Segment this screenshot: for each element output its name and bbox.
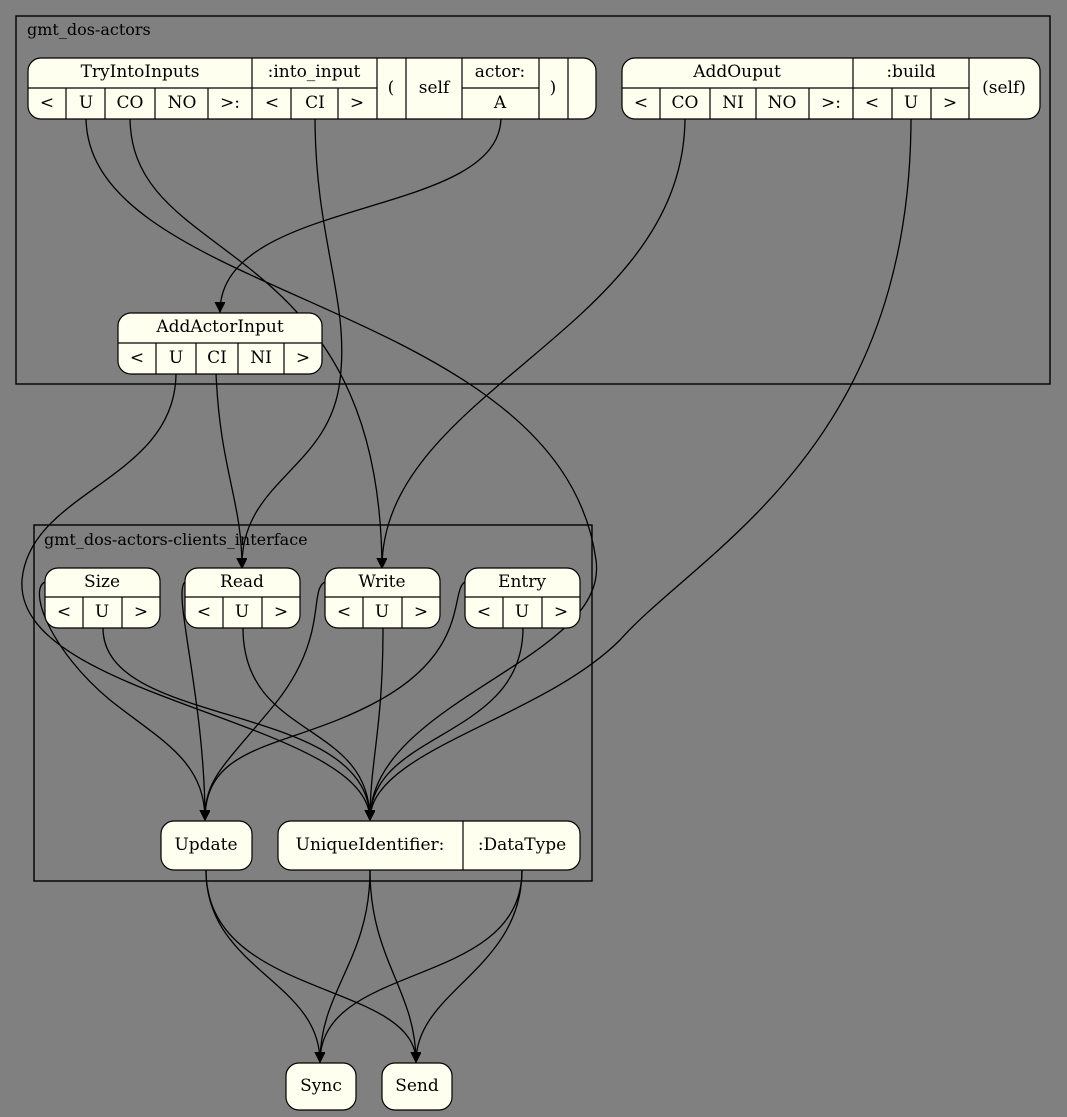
build-param-open: <	[865, 93, 879, 113]
edge-tryintoinputs-ci-to-read	[242, 116, 343, 568]
edge-addoutput-u-to-uniqueidentifier	[370, 116, 912, 820]
size-param-close: >	[134, 602, 148, 622]
node-add-actor-input[interactable]: AddActorInput < U CI NI >	[117, 312, 323, 375]
entry-title: Entry	[498, 572, 546, 592]
addoutput-title: AddOuput	[692, 62, 781, 82]
addoutput-param-close: >:	[821, 93, 841, 113]
edge-size-u-to-uniqueidentifier	[102, 627, 370, 820]
node-send[interactable]: Send	[381, 1062, 453, 1111]
tryintoinputs-param-co: CO	[117, 93, 144, 113]
entry-param-open: <	[477, 602, 491, 622]
addoutput-param-no: NO	[768, 93, 797, 113]
addactorinput-param-ci: CI	[207, 348, 227, 368]
size-param-u: U	[95, 602, 109, 622]
write-title: Write	[358, 572, 405, 592]
edge-write-to-update	[205, 581, 326, 820]
node-read[interactable]: Read < U >	[184, 567, 301, 629]
uniqueidentifier-title: UniqueIdentifier:	[296, 835, 445, 855]
edge-addoutput-co-to-write	[382, 116, 686, 568]
edge-update-to-send	[205, 869, 416, 1062]
into-input-param-ci: CI	[305, 93, 325, 113]
node-entry[interactable]: Entry < U >	[464, 567, 581, 629]
addactorinput-param-open: <	[130, 348, 144, 368]
addactorinput-param-ni: NI	[250, 348, 272, 368]
edge-tryintoinputs-u-to-uniqueidentifier	[85, 116, 598, 820]
node-add-output[interactable]: AddOuput < CO NI NO >: :build < U > (sel…	[621, 57, 1041, 120]
tryintoinputs-param-u: U	[79, 93, 93, 113]
edge-update-to-sync	[205, 869, 320, 1062]
uniqueidentifier-data-type: :DataType	[478, 835, 566, 855]
tryintoinputs-close-paren: )	[550, 78, 557, 98]
cluster-label-actors: gmt_dos-actors	[27, 20, 151, 39]
sync-title: Sync	[300, 1076, 342, 1096]
tryintoinputs-open-paren: (	[388, 78, 395, 98]
read-param-u: U	[235, 602, 249, 622]
node-unique-identifier[interactable]: UniqueIdentifier: :DataType	[277, 820, 581, 871]
into-input-param-close: >	[350, 93, 364, 113]
entry-param-close: >	[554, 602, 568, 622]
edges	[21, 116, 912, 1062]
size-param-open: <	[57, 602, 71, 622]
addactorinput-param-u: U	[169, 348, 183, 368]
node-size[interactable]: Size < U >	[44, 567, 161, 629]
edge-read-u-to-uniqueidentifier	[242, 627, 370, 820]
edge-addactorinput-u-to-uniqueidentifier	[21, 372, 370, 820]
tryintoinputs-actor: actor:	[475, 62, 526, 82]
edge-entry-u-to-uniqueidentifier	[370, 627, 524, 820]
send-title: Send	[395, 1076, 439, 1096]
read-param-open: <	[197, 602, 211, 622]
tryintoinputs-param-close: >:	[220, 93, 240, 113]
addoutput-param-open: <	[634, 93, 648, 113]
addactorinput-title: AddActorInput	[155, 317, 284, 337]
edge-tryintoinputs-co-to-write	[129, 116, 382, 568]
write-param-open: <	[337, 602, 351, 622]
tryintoinputs-into-input: :into_input	[268, 62, 361, 82]
node-write[interactable]: Write < U >	[324, 567, 441, 629]
node-update[interactable]: Update	[160, 820, 253, 871]
write-param-close: >	[414, 602, 428, 622]
read-param-close: >	[274, 602, 288, 622]
build-param-u: U	[904, 93, 918, 113]
read-title: Read	[220, 572, 264, 592]
edge-write-u-to-uniqueidentifier	[370, 627, 384, 820]
update-title: Update	[174, 835, 237, 855]
tryintoinputs-param-no: NO	[168, 93, 197, 113]
edge-read-to-update	[181, 581, 205, 820]
edge-uniqueidentifier-to-send	[369, 869, 416, 1062]
edge-datatype-to-sync	[320, 869, 523, 1062]
edge-tryintoinputs-a-to-addactorinput	[220, 116, 502, 312]
cluster-gmt-dos-actors-clients-interface: gmt_dos-actors-clients_interface	[33, 524, 593, 882]
into-input-param-open: <	[265, 93, 279, 113]
addoutput-self-call: (self)	[982, 78, 1026, 98]
addoutput-build: :build	[886, 62, 935, 82]
tryintoinputs-self: self	[419, 78, 451, 98]
edge-addactorinput-ci-to-read	[215, 372, 242, 568]
addactorinput-param-close: >	[296, 348, 310, 368]
write-param-u: U	[375, 602, 389, 622]
edge-uniqueidentifier-to-sync	[320, 869, 371, 1062]
addoutput-param-co: CO	[672, 93, 699, 113]
node-sync[interactable]: Sync	[285, 1062, 357, 1111]
edge-size-to-update	[38, 581, 205, 820]
build-param-close: >	[943, 93, 957, 113]
tryintoinputs-title: TryIntoInputs	[81, 62, 200, 82]
edge-entry-to-update	[205, 581, 466, 820]
tryintoinputs-actor-type: A	[493, 93, 507, 113]
size-title: Size	[84, 572, 120, 592]
tryintoinputs-param-open: <	[40, 93, 54, 113]
cluster-gmt-dos-actors: gmt_dos-actors	[15, 15, 1051, 385]
addoutput-param-ni: NI	[722, 93, 744, 113]
node-try-into-inputs[interactable]: TryIntoInputs < U CO NO >: :into_input <…	[27, 57, 597, 120]
edge-datatype-to-send	[416, 869, 523, 1062]
entry-param-u: U	[515, 602, 529, 622]
cluster-label-clients-interface: gmt_dos-actors-clients_interface	[44, 530, 308, 549]
